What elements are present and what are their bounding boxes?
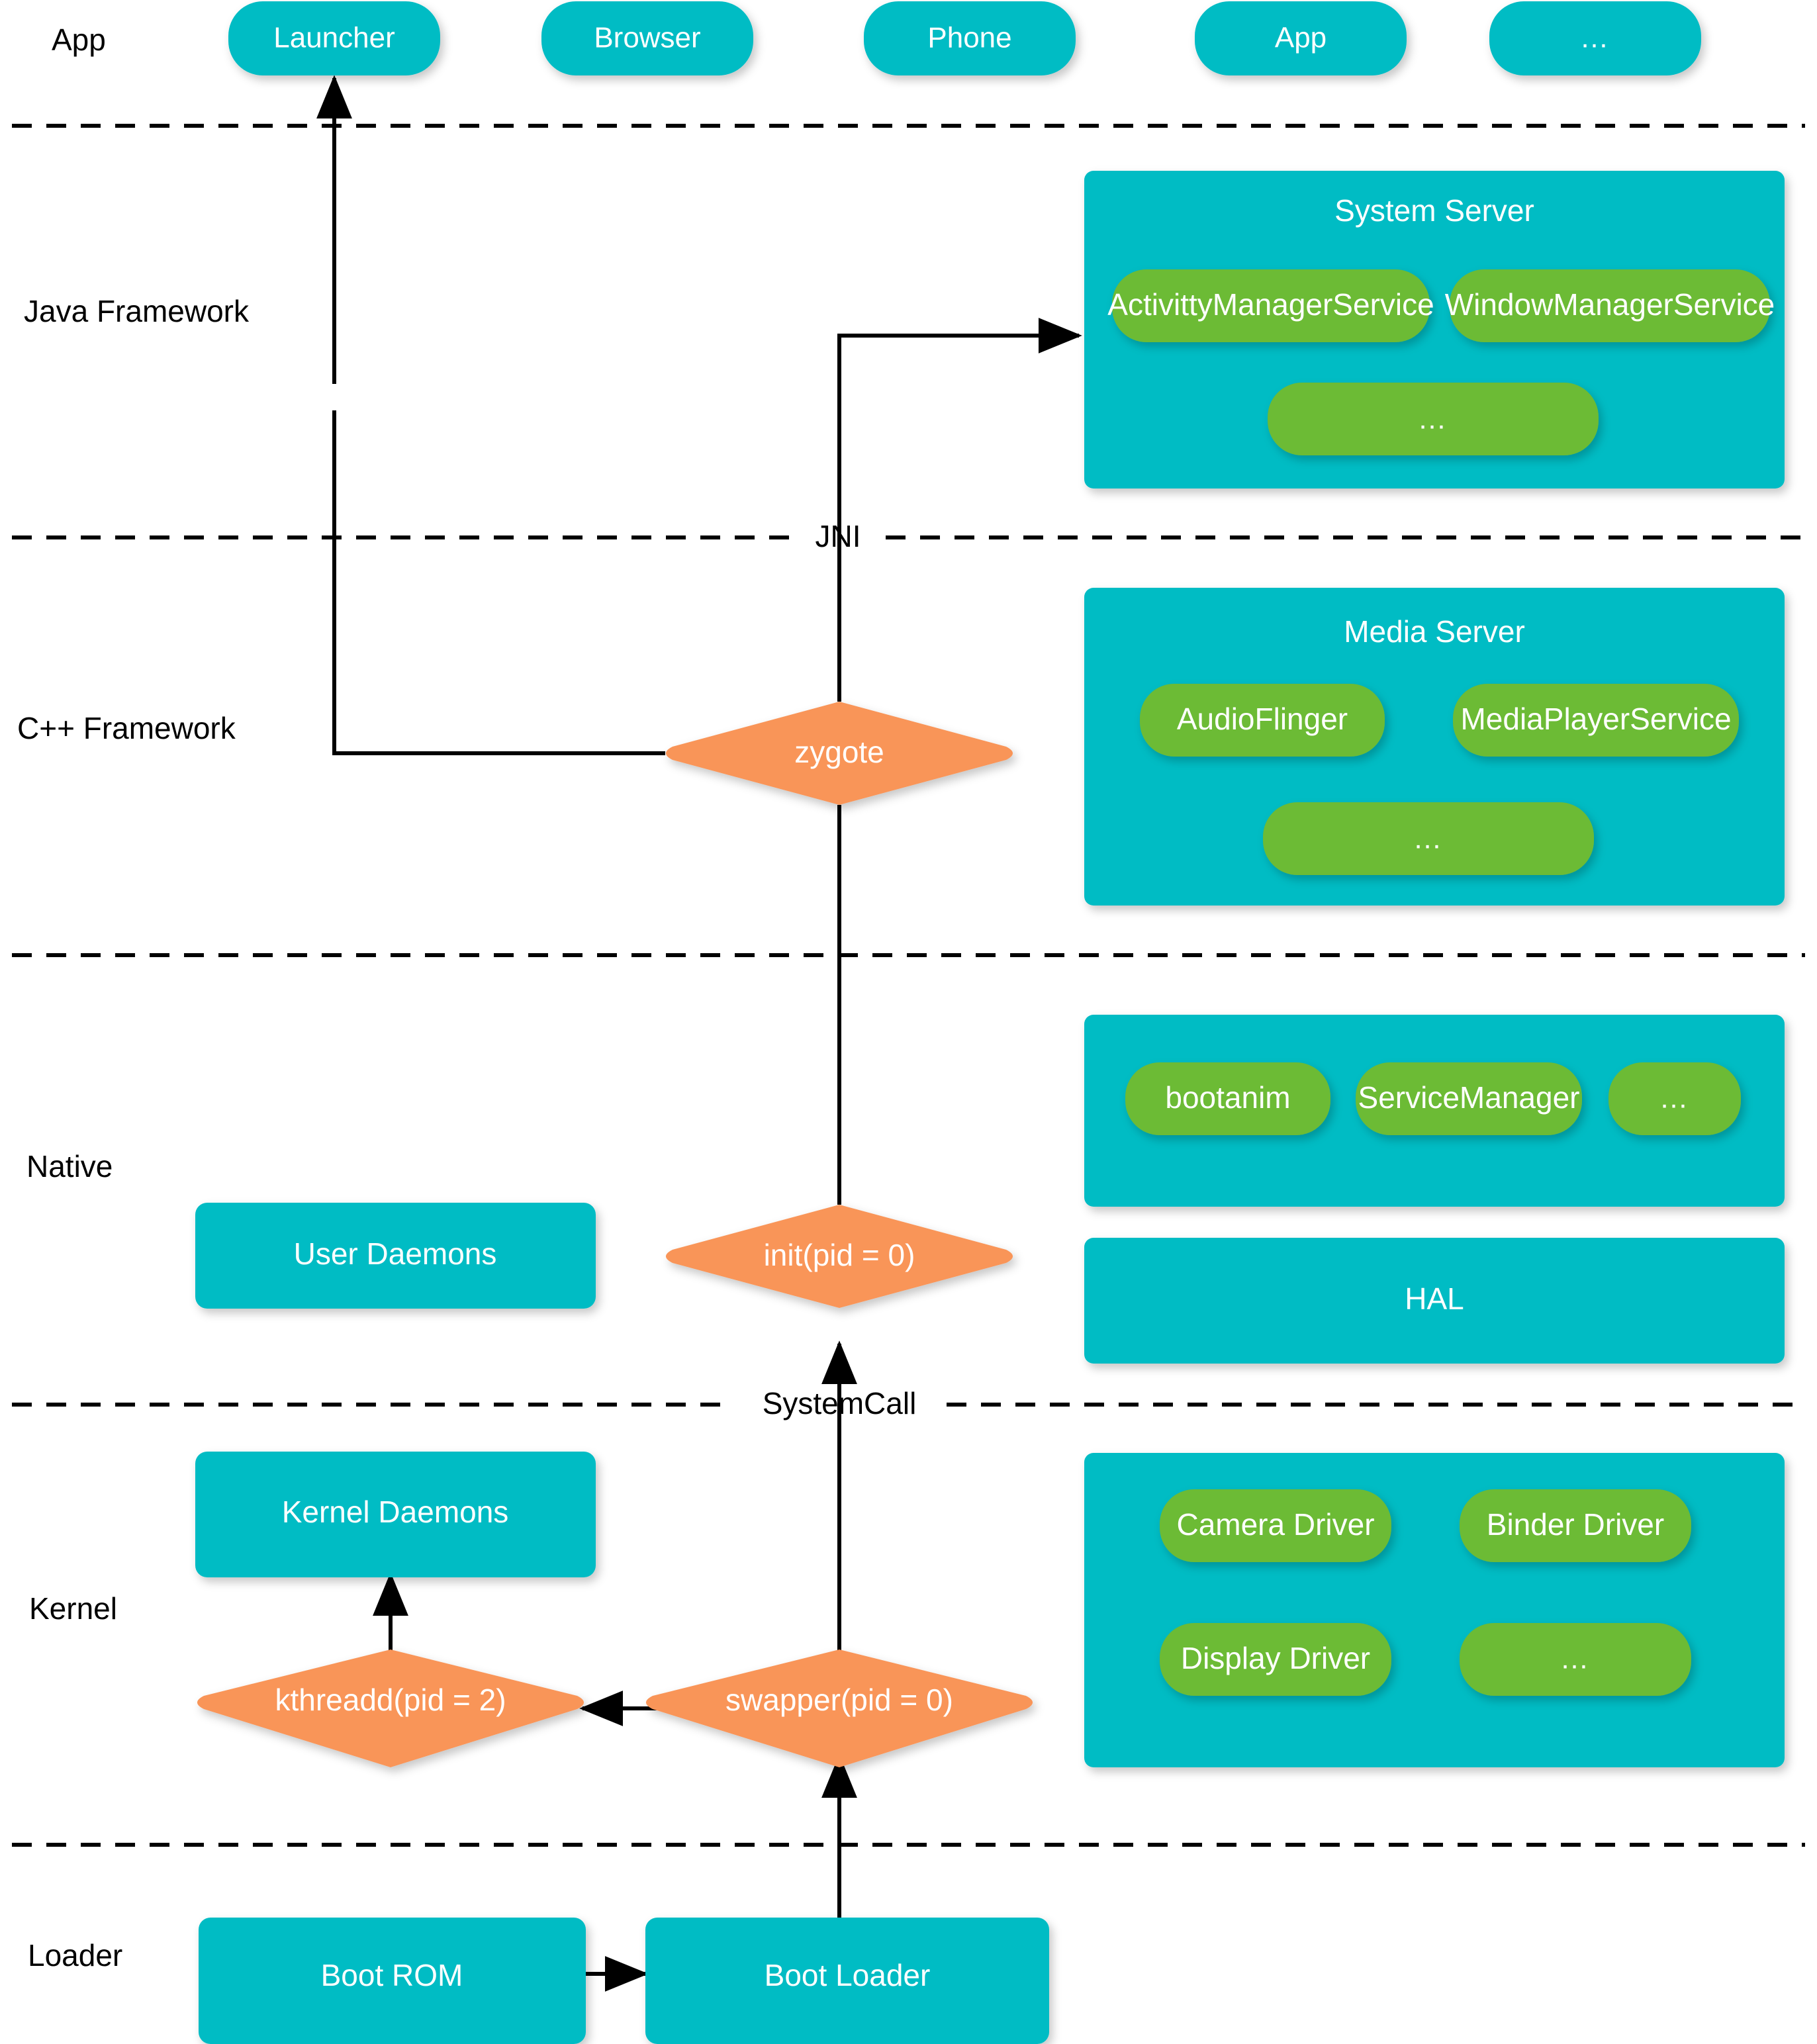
app-pill-label: Phone [927, 22, 1011, 54]
service-pill-window-manager[interactable]: WindowManagerService [1445, 269, 1775, 342]
native-pill-servicemanager[interactable]: ServiceManager [1356, 1062, 1582, 1135]
driver-pill-label: Display Driver [1181, 1641, 1370, 1675]
driver-pill-label: Binder Driver [1487, 1507, 1664, 1542]
process-node-init[interactable]: init(pid = 0) [666, 1205, 1013, 1308]
app-pill-label: App [1275, 22, 1327, 54]
service-pill-label: WindowManagerService [1445, 287, 1775, 322]
connector-zygote-to-launcher [316, 75, 665, 755]
user-daemons-label: User Daemons [294, 1236, 497, 1271]
app-pill-ellipsis[interactable]: … [1489, 1, 1701, 75]
layer-label-cpp-framework: C++ Framework [17, 711, 236, 745]
service-pill-label: … [1413, 823, 1444, 855]
boot-loader-label: Boot Loader [765, 1958, 931, 1992]
app-pill-browser[interactable]: Browser [541, 1, 753, 75]
service-pill-ellipsis[interactable]: … [1268, 383, 1599, 455]
process-node-label: zygote [794, 735, 884, 769]
driver-pill-ellipsis[interactable]: … [1460, 1623, 1691, 1696]
driver-pill-camera[interactable]: Camera Driver [1160, 1489, 1391, 1562]
layer-label-app: App [52, 23, 106, 57]
layer-label-java-framework: Java Framework [24, 294, 250, 328]
service-pill-label: AudioFlinger [1177, 702, 1348, 736]
app-pill-label: Launcher [273, 22, 395, 54]
layer-label-loader: Loader [28, 1938, 122, 1973]
separator-java-cpp: JNI [12, 519, 1805, 553]
user-daemons-box[interactable]: User Daemons [195, 1203, 596, 1309]
boot-rom-box[interactable]: Boot ROM [199, 1918, 586, 2044]
service-pill-activity-manager[interactable]: ActivittyManagerService [1107, 269, 1434, 342]
service-pill-label: ActivittyManagerService [1107, 287, 1434, 322]
native-pill-label: bootanim [1165, 1080, 1290, 1115]
media-server-group: Media Server AudioFlinger MediaPlayerSer… [1084, 588, 1785, 906]
process-node-label: kthreadd(pid = 2) [275, 1683, 506, 1717]
service-pill-label: … [1418, 403, 1449, 436]
system-server-box [1084, 171, 1785, 488]
native-pill-ellipsis[interactable]: … [1608, 1062, 1741, 1135]
kernel-daemons-box[interactable]: Kernel Daemons [195, 1452, 596, 1577]
native-services-group: bootanim ServiceManager … [1084, 1015, 1785, 1207]
kernel-daemons-label: Kernel Daemons [282, 1495, 509, 1529]
app-pill-launcher[interactable]: Launcher [228, 1, 440, 75]
hal-box: HAL [1084, 1238, 1785, 1364]
native-pill-bootanim[interactable]: bootanim [1125, 1062, 1330, 1135]
process-node-label: init(pid = 0) [764, 1238, 915, 1272]
driver-pill-label: … [1560, 1643, 1591, 1675]
app-pill-phone[interactable]: Phone [864, 1, 1076, 75]
media-server-box [1084, 588, 1785, 906]
system-server-title: System Server [1334, 193, 1534, 228]
connector-zygote-to-system-server [837, 318, 1082, 702]
boot-rom-label: Boot ROM [321, 1958, 463, 1992]
driver-pill-display[interactable]: Display Driver [1160, 1623, 1391, 1696]
process-node-kthreadd[interactable]: kthreadd(pid = 2) [197, 1649, 584, 1767]
kernel-drivers-group: Camera Driver Binder Driver Display Driv… [1084, 1453, 1785, 1767]
native-pill-label: … [1659, 1082, 1691, 1115]
native-pill-label: ServiceManager [1358, 1080, 1580, 1115]
process-node-zygote[interactable]: zygote [666, 702, 1013, 805]
layer-label-kernel: Kernel [29, 1591, 117, 1626]
service-pill-mediaplayerservice[interactable]: MediaPlayerService [1453, 684, 1739, 757]
app-pill-label: Browser [594, 22, 700, 54]
app-pill-label: … [1580, 22, 1611, 54]
service-pill-audioflinger[interactable]: AudioFlinger [1140, 684, 1385, 757]
driver-pill-label: Camera Driver [1176, 1507, 1374, 1542]
media-server-title: Media Server [1344, 614, 1525, 649]
app-pill-app[interactable]: App [1195, 1, 1407, 75]
service-pill-label: MediaPlayerService [1460, 702, 1731, 736]
hal-label: HAL [1405, 1281, 1464, 1316]
process-node-swapper[interactable]: swapper(pid = 0) [646, 1649, 1033, 1767]
process-node-label: swapper(pid = 0) [725, 1683, 953, 1717]
service-pill-ellipsis[interactable]: … [1263, 802, 1594, 875]
boot-loader-box[interactable]: Boot Loader [645, 1918, 1049, 2044]
driver-pill-binder[interactable]: Binder Driver [1460, 1489, 1691, 1562]
layer-label-native: Native [26, 1149, 113, 1184]
separator-native-kernel: SystemCall [12, 1386, 1805, 1420]
system-server-group: System Server ActivittyManagerService Wi… [1084, 171, 1785, 488]
